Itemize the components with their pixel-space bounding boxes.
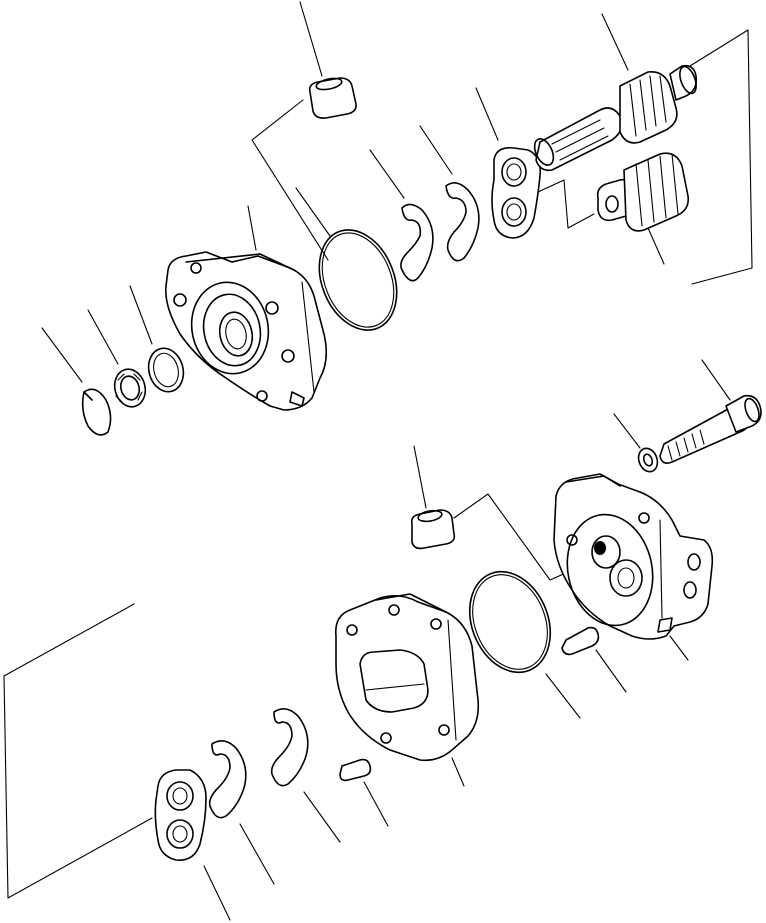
dowel-pin-left: [339, 758, 389, 827]
snap-ring-lower-1: [270, 708, 341, 843]
rear-cover: [553, 473, 714, 661]
bracket-line-upper-left: [251, 99, 329, 261]
gear-housing-body: [334, 593, 480, 787]
drive-gear-shaft: [533, 13, 698, 172]
retaining-ring-upper: [41, 327, 112, 436]
snap-ring-upper-1: [369, 149, 434, 282]
wear-plate-lower: [154, 769, 231, 921]
front-cover-flange: [164, 205, 328, 411]
bushing-lower: [410, 445, 456, 550]
wear-plate-upper: [475, 87, 542, 239]
bracket-gears: [537, 179, 595, 229]
washer: [613, 413, 659, 473]
oil-seal-upper: [87, 309, 147, 408]
o-ring-lower: [468, 570, 581, 719]
bolt: [659, 359, 762, 464]
dowel-pin-right: [561, 626, 627, 693]
driven-gear: [596, 152, 690, 265]
snap-ring-upper-2: [419, 125, 480, 262]
bushing-upper: [299, 1, 357, 119]
bracket-line-lower: [453, 493, 569, 581]
bracket-right-upper: [689, 29, 753, 285]
backup-ring-upper: [129, 285, 185, 393]
snap-ring-lower-2: [208, 740, 275, 885]
o-ring-upper: [295, 187, 398, 331]
bracket-left-lower: [3, 603, 153, 899]
